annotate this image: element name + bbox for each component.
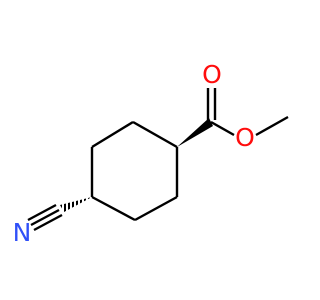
ester-bond (210, 120, 235, 137)
oxygen-ester-label: O (235, 123, 255, 152)
structure-canvas: O O N (12, 60, 289, 247)
wedge-bond (177, 118, 213, 147)
ring-bond-4 (91, 195, 136, 222)
hash-bond (60, 197, 92, 212)
nitrogen-label: N (13, 218, 32, 247)
nitrile-bond-c (33, 213, 63, 232)
ring-bond-6 (91, 120, 134, 149)
oxygen-carbonyl-label: O (202, 60, 222, 89)
ring-bond-1 (132, 120, 178, 149)
nitrile-bond-a (27, 203, 57, 222)
ring-bond-3 (134, 195, 178, 222)
nitrile-bond-b (30, 208, 60, 227)
molecule-diagram: O O N (13, 60, 289, 247)
methyl-bond (255, 115, 289, 137)
